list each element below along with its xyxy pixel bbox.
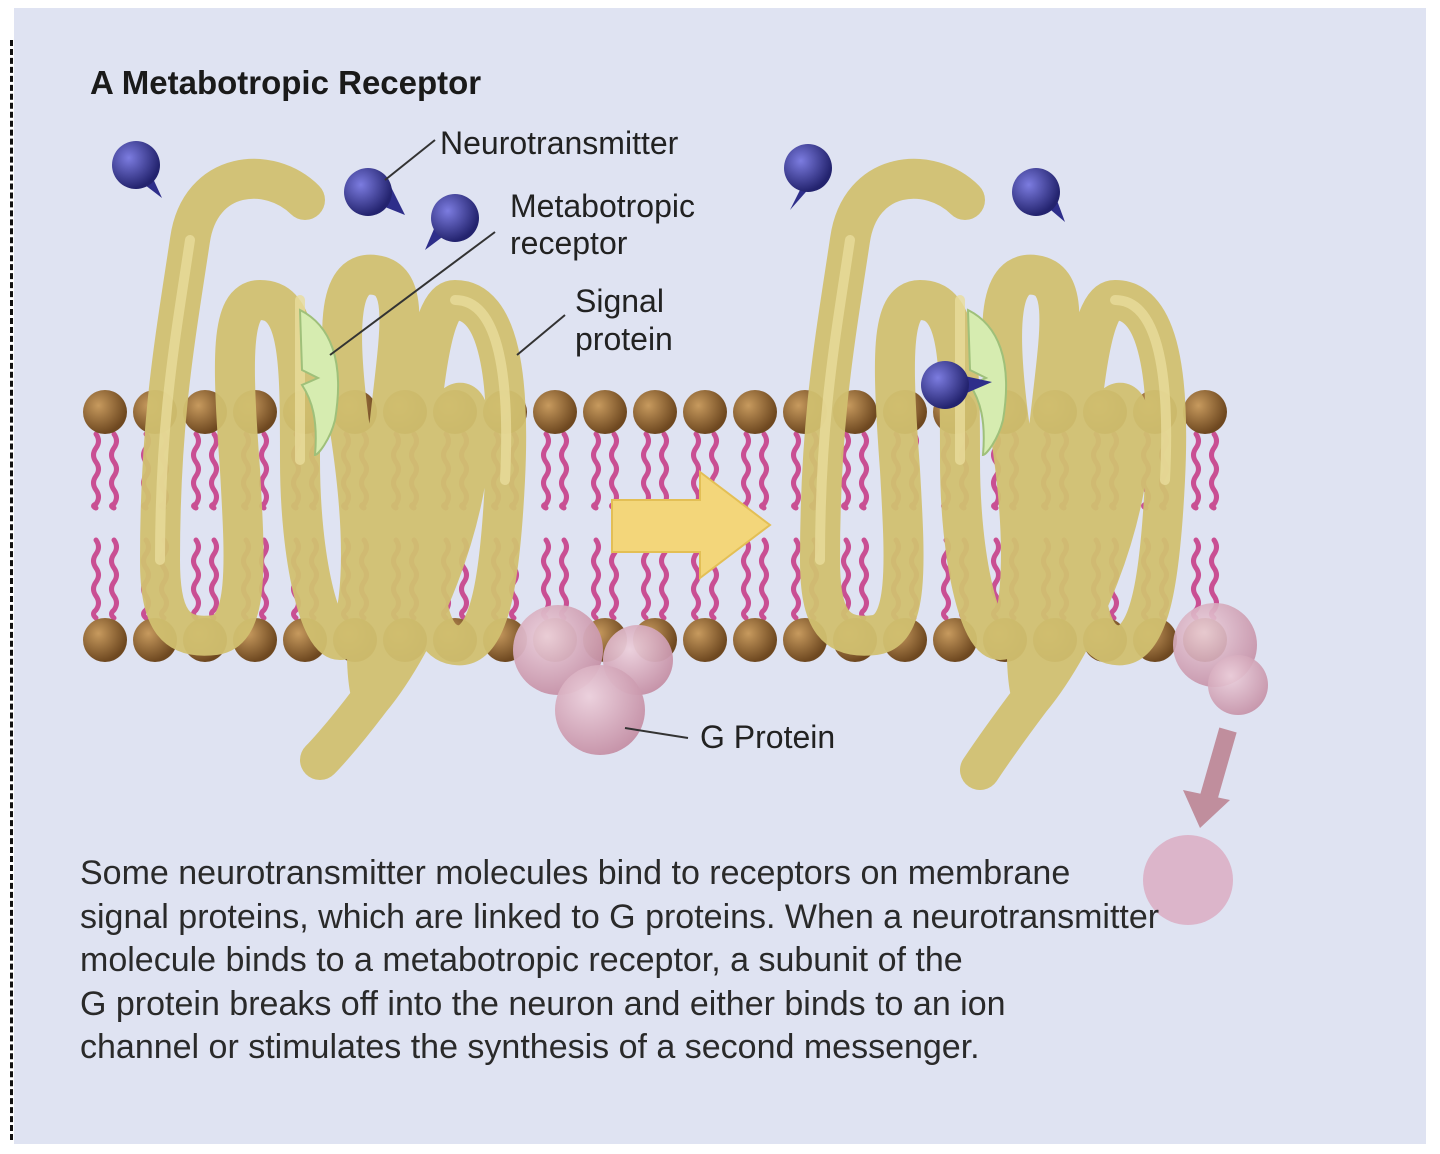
lipid-tail (259, 431, 269, 511)
lipid-head (83, 618, 127, 662)
lipid-tail (609, 537, 619, 621)
g-protein-complex (513, 605, 673, 755)
g-protein-subunit (1143, 835, 1233, 925)
neurotransmitter-molecule (784, 144, 832, 210)
lipid-tail (609, 431, 619, 511)
lipid-tail (741, 431, 751, 511)
dashed-margin-line (10, 40, 13, 1140)
lipid-head (733, 390, 777, 434)
neurotransmitter-molecule (112, 141, 162, 198)
lipid-tail (759, 537, 769, 621)
lipid-tail (741, 537, 751, 621)
lipid-tail (1209, 431, 1219, 511)
caption-line: channel or stimulates the synthesis of a… (80, 1028, 980, 1066)
signal-protein-right (800, 158, 1187, 790)
lipid-head (633, 390, 677, 434)
lipid-tail (791, 537, 801, 621)
figure-title: A Metabotropic Receptor (90, 64, 482, 101)
lipid-tail (91, 537, 101, 621)
lipid-tail (1191, 431, 1201, 511)
lipid-head (733, 618, 777, 662)
lipid-tail (259, 537, 269, 621)
signal-protein-left (140, 158, 527, 780)
leader-lines (329, 139, 689, 739)
lipid-tail (191, 431, 201, 511)
signal-protein-label-line2: protein (575, 321, 673, 357)
lipid-head (583, 390, 627, 434)
lipid-tail (791, 431, 801, 511)
lipid-head (83, 390, 127, 434)
lipid-tail (859, 431, 869, 511)
receptor-site-left (298, 308, 339, 457)
lipid-tail (541, 431, 551, 511)
lipid-tail (841, 431, 851, 511)
neurotransmitter-molecule (1012, 168, 1065, 222)
lipid-tail (641, 431, 651, 511)
signal-protein-label-line1: Signal (575, 283, 664, 319)
lipid-tail (859, 537, 869, 621)
lipid-tail (1191, 537, 1201, 621)
caption-line: molecule binds to a metabotropic recepto… (80, 941, 963, 979)
subunit-release-arrow (1183, 727, 1237, 828)
lipid-tail (91, 431, 101, 511)
lipid-tail (109, 431, 119, 511)
neurotransmitter-label: Neurotransmitter (440, 125, 679, 161)
lipid-tail (591, 537, 601, 621)
lipid-tail (209, 537, 219, 621)
lipid-tail (759, 431, 769, 511)
neurotransmitter-molecule (425, 194, 479, 250)
lipid-head (1183, 390, 1227, 434)
neurotransmitter-molecule (344, 168, 405, 216)
g-protein-complex-right (1173, 603, 1268, 715)
lipid-tail (591, 431, 601, 511)
transition-arrow (611, 469, 772, 581)
lipid-head (533, 390, 577, 434)
caption-line: Some neurotransmitter molecules bind to … (80, 854, 1071, 892)
figure-caption: Some neurotransmitter molecules bind to … (80, 852, 1330, 1070)
bound-neurotransmitter (921, 361, 992, 409)
lipid-tail (659, 537, 669, 621)
lipid-tail (641, 537, 651, 621)
caption-line: G protein breaks off into the neuron and… (80, 984, 1006, 1023)
metabotropic-receptor-label-line2: receptor (510, 225, 628, 261)
lipid-tail (191, 537, 201, 621)
lipid-head (683, 618, 727, 662)
lipid-tail (691, 431, 701, 511)
lipid-tail (941, 537, 951, 621)
caption-line: signal proteins, which are linked to G p… (80, 897, 1160, 936)
g-protein-label: G Protein (700, 719, 835, 755)
lipid-tail (559, 431, 569, 511)
lipid-head (683, 390, 727, 434)
lipid-tail (659, 431, 669, 511)
lipid-tail (209, 431, 219, 511)
lipid-tail (691, 537, 701, 621)
lipid-tail (109, 537, 119, 621)
metabotropic-receptor-label-line1: Metabotropic (510, 188, 695, 224)
